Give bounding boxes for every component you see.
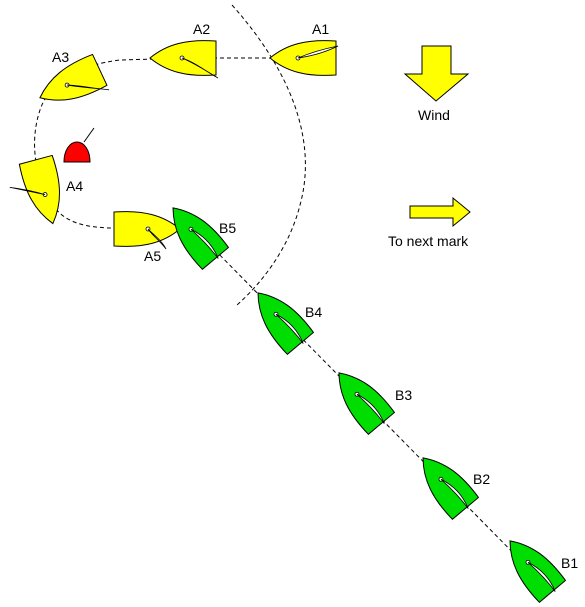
boat-a3-label: A3 — [52, 49, 69, 65]
boat-a1 — [269, 40, 339, 76]
down-arrow-icon — [403, 45, 470, 102]
boat-b3-label: B3 — [395, 387, 412, 403]
right-arrow-icon — [409, 196, 471, 228]
boat-a2-label: A2 — [193, 21, 210, 37]
boat-b2 — [409, 446, 480, 521]
boat-b5-label: B5 — [219, 220, 236, 236]
buoy-icon — [63, 127, 95, 163]
boat-b4 — [244, 281, 315, 356]
boat-a5-label: A5 — [144, 248, 161, 264]
boat-b1 — [496, 529, 567, 604]
boat-a4-label: A4 — [66, 178, 83, 194]
boat-b1-label: B1 — [561, 555, 578, 571]
boat-b5 — [159, 196, 230, 271]
boat-a4 — [9, 154, 71, 229]
boat-b4-label: B4 — [305, 304, 322, 320]
boat-a5 — [113, 211, 181, 250]
boat-a2 — [149, 40, 219, 79]
boat-b3 — [325, 361, 396, 436]
next-mark-label: To next mark — [388, 233, 469, 249]
boat-b2-label: B2 — [473, 471, 490, 487]
wind-label: Wind — [418, 107, 450, 123]
boat-a1-label: A1 — [312, 21, 329, 37]
boat-a3 — [32, 53, 110, 115]
boat-a-track — [34, 57, 315, 229]
